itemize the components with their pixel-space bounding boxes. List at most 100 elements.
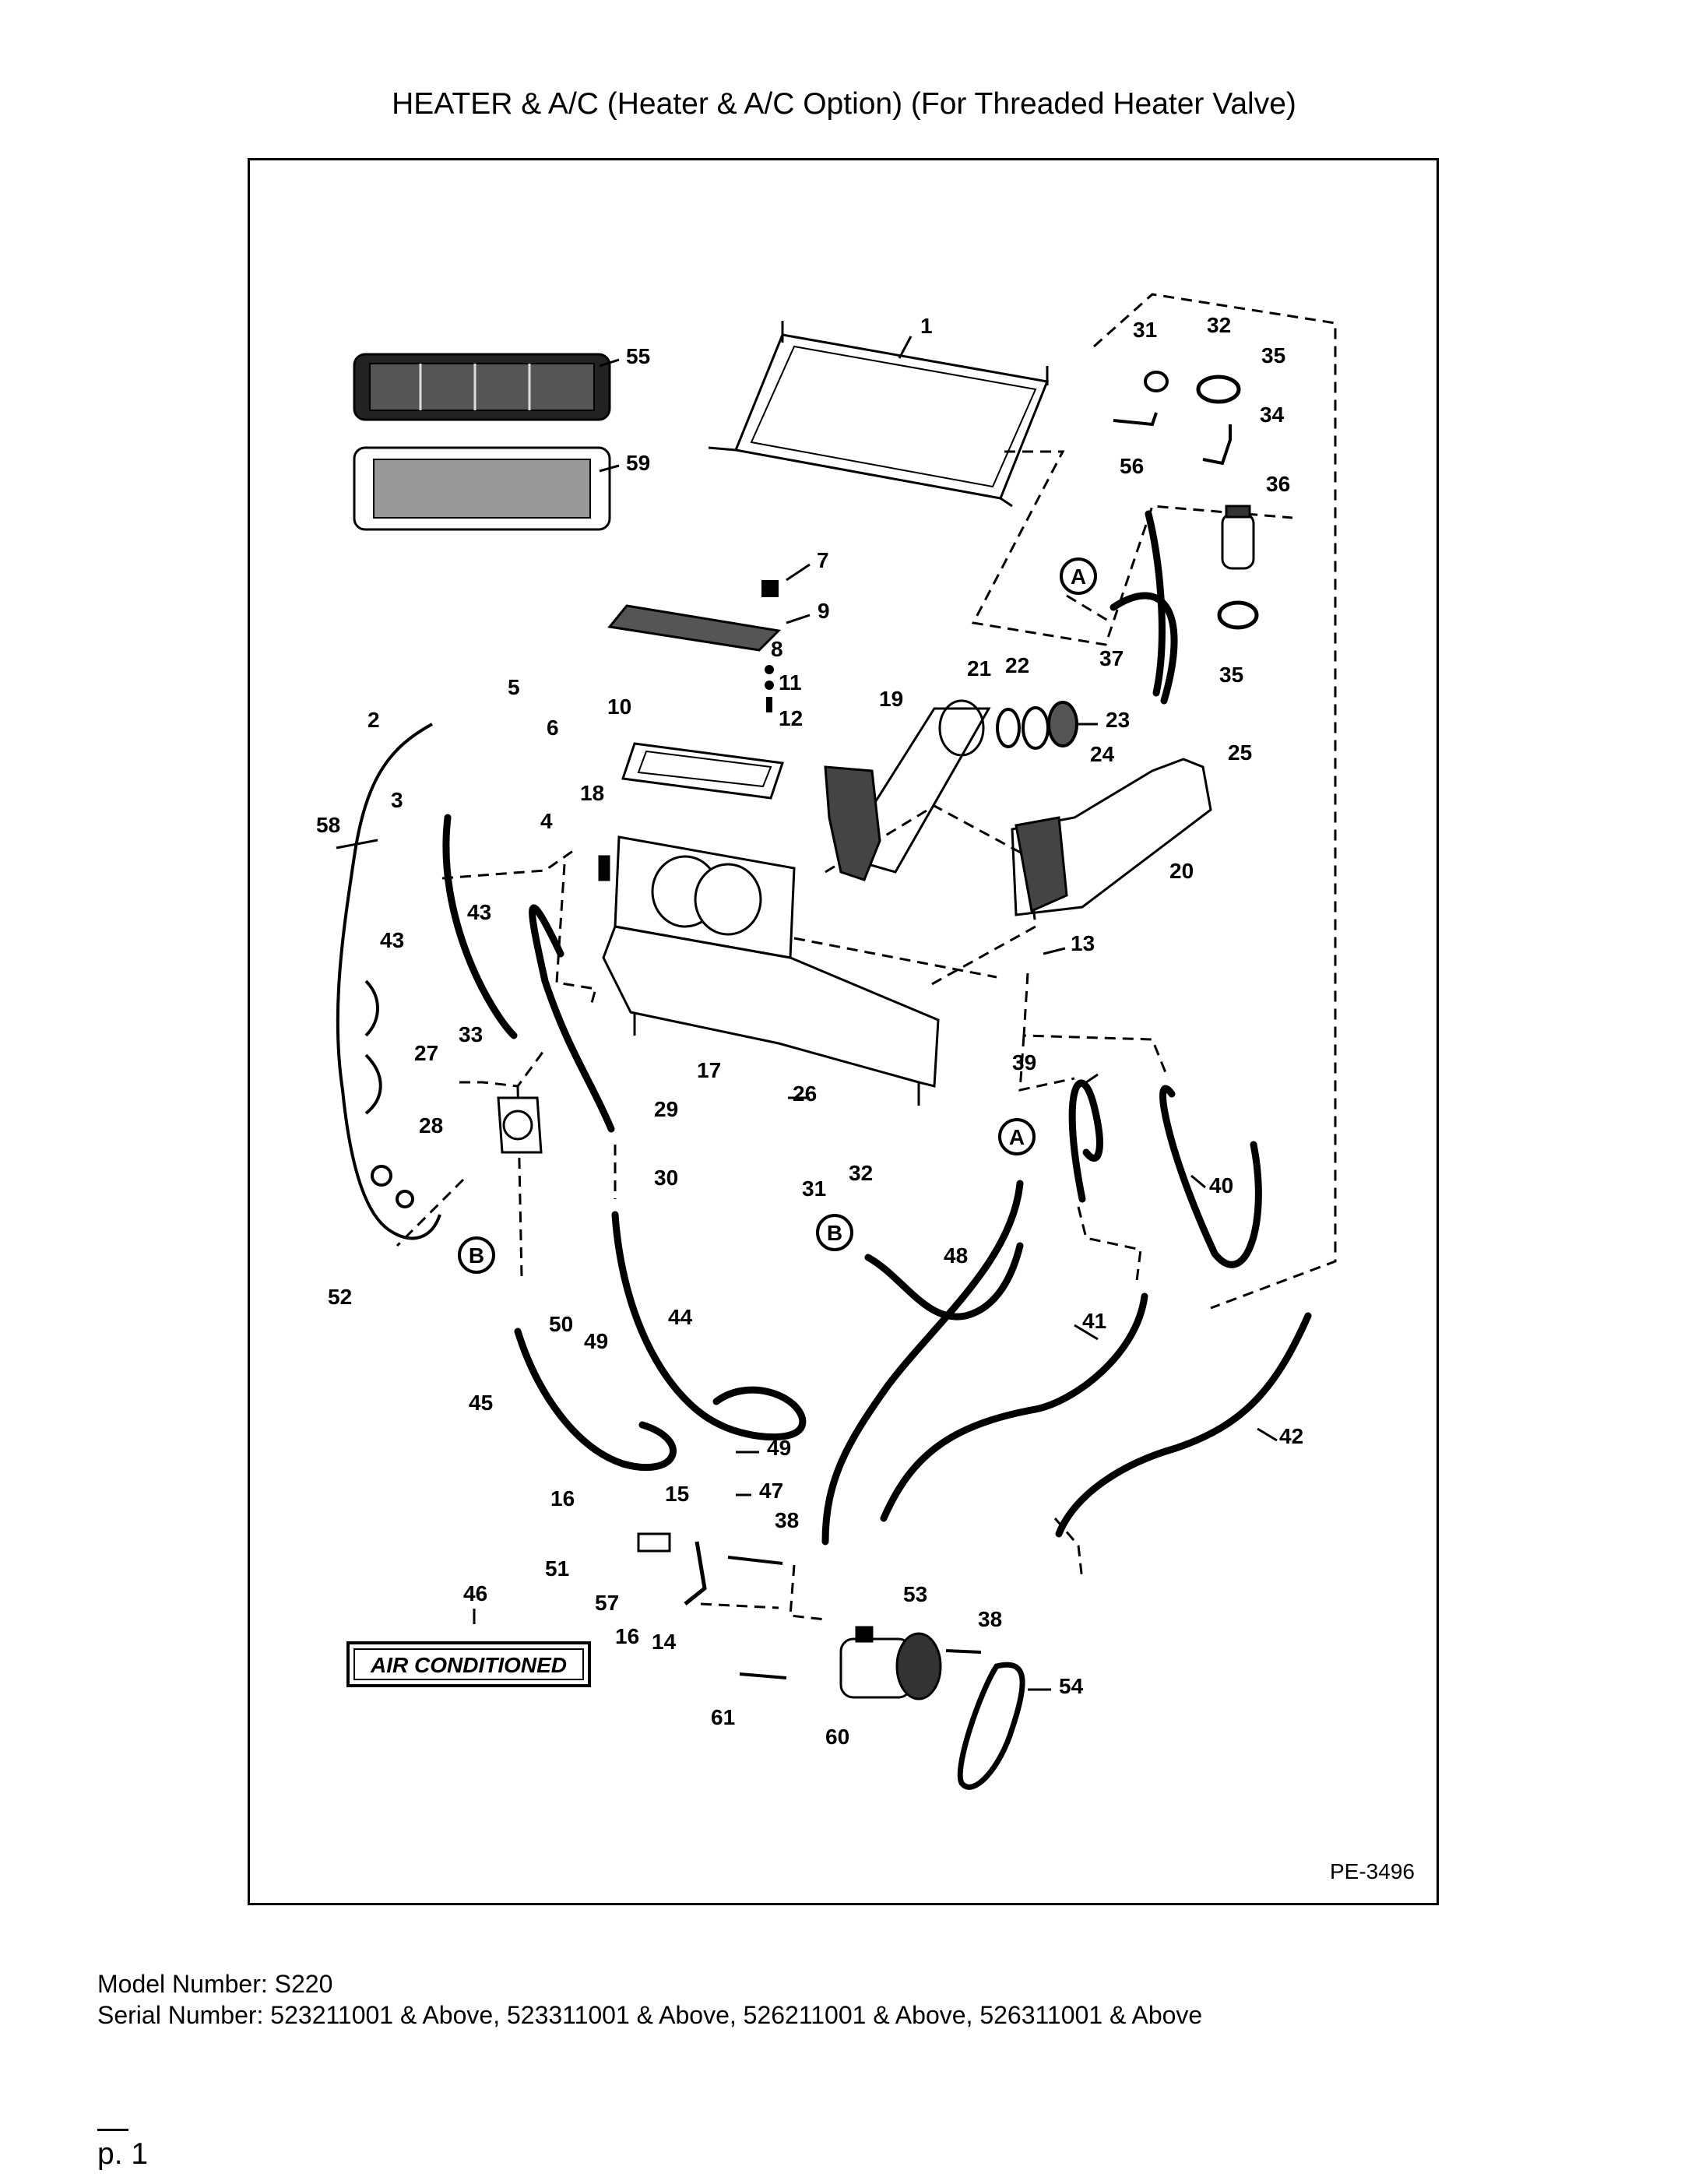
part-label-50: 50 <box>549 1312 573 1336</box>
heater-box-17 <box>598 835 940 1106</box>
part-label-13: 13 <box>1071 931 1095 955</box>
filter-9 <box>607 604 782 652</box>
part-label-43a: 43 <box>380 928 404 952</box>
part-label-1: 1 <box>920 314 933 338</box>
part-label-52: 52 <box>328 1285 352 1309</box>
clip-31 <box>1113 371 1169 427</box>
part-label-53: 53 <box>903 1582 927 1606</box>
part-label-21: 21 <box>967 656 991 681</box>
hoses <box>442 510 1312 1546</box>
part-label-22: 22 <box>1005 653 1029 677</box>
part-label-49b: 49 <box>767 1436 791 1460</box>
svg-text:B: B <box>469 1243 484 1268</box>
heater-core-1 <box>708 321 1050 508</box>
footer-divider <box>97 2129 128 2131</box>
part-label-16b: 16 <box>615 1624 639 1648</box>
part-label-26: 26 <box>793 1081 817 1106</box>
part-label-44: 44 <box>668 1305 693 1329</box>
part-label-47: 47 <box>759 1479 783 1503</box>
callout-A-upper: A <box>1060 557 1097 595</box>
part-label-37: 37 <box>1099 646 1124 670</box>
compressor-60 <box>839 1626 942 1700</box>
part-label-32a: 32 <box>1207 313 1231 337</box>
part-label-35b: 35 <box>1219 663 1243 687</box>
bolts-38-61 <box>727 1556 982 1679</box>
part-label-5: 5 <box>508 675 520 699</box>
svg-text:B: B <box>827 1221 842 1245</box>
receiver-drier-36 <box>1221 505 1255 570</box>
hose-40 <box>1159 1085 1262 1268</box>
part-label-38b: 38 <box>978 1607 1002 1631</box>
part-label-56: 56 <box>1120 454 1144 478</box>
grille-59 <box>353 446 611 531</box>
hose-48a <box>821 1180 1024 1546</box>
hose-39 <box>1068 1079 1103 1203</box>
part-label-2: 2 <box>367 708 380 732</box>
svg-text:A: A <box>1009 1125 1025 1149</box>
hose-43-left <box>442 814 518 1039</box>
fastener-stack-7-12 <box>761 580 779 712</box>
part-label-32b: 32 <box>849 1161 873 1185</box>
part-label-9: 9 <box>818 599 830 623</box>
part-label-59: 59 <box>626 451 650 475</box>
part-label-45: 45 <box>469 1391 493 1415</box>
filter-10 <box>621 742 784 800</box>
duct-20 <box>1011 758 1212 916</box>
part-label-39: 39 <box>1012 1050 1036 1074</box>
badge-text: AIR CONDITIONED <box>370 1653 567 1677</box>
part-label-12: 12 <box>779 706 803 730</box>
hose-48b <box>864 1242 1024 1321</box>
part-label-11: 11 <box>779 670 802 695</box>
callout-A-lower: A <box>998 1118 1036 1155</box>
part-label-15: 15 <box>665 1482 689 1506</box>
grille-55 <box>353 353 611 421</box>
block-15 <box>637 1532 671 1553</box>
rings-21-23 <box>996 701 1078 750</box>
part-label-33: 33 <box>459 1022 483 1046</box>
bracket-34 <box>1202 424 1232 466</box>
part-label-17: 17 <box>697 1058 721 1082</box>
callout-B-center: B <box>816 1214 853 1251</box>
part-label-27: 27 <box>414 1041 438 1065</box>
part-labels: 1 2 3 4 5 6 7 8 9 10 11 12 13 14 15 16 1… <box>316 313 1303 1749</box>
model-number: Model Number: S220 <box>97 1970 333 1998</box>
hose-43-right <box>529 904 615 1133</box>
part-label-46: 46 <box>463 1581 487 1605</box>
part-label-16a: 16 <box>550 1486 575 1511</box>
part-label-14: 14 <box>652 1630 677 1654</box>
part-label-49a: 49 <box>584 1329 608 1353</box>
part-label-48: 48 <box>944 1243 968 1268</box>
serial-number: Serial Number: 523211001 & Above, 523311… <box>97 2001 1203 2029</box>
part-label-31a: 31 <box>1133 318 1157 342</box>
part-label-41: 41 <box>1082 1309 1106 1333</box>
part-label-30: 30 <box>654 1166 678 1190</box>
duct-19 <box>824 699 991 881</box>
part-label-28: 28 <box>419 1113 443 1138</box>
part-label-43b: 43 <box>467 900 491 924</box>
belt-54 <box>957 1662 1025 1790</box>
page-title: HEATER & A/C (Heater & A/C Option) (For … <box>392 87 1296 121</box>
hose-42 <box>1055 1312 1312 1538</box>
part-label-18: 18 <box>580 781 604 805</box>
hose-37b <box>1110 592 1178 705</box>
part-label-10: 10 <box>607 695 631 719</box>
part-label-8: 8 <box>771 637 783 661</box>
part-label-3: 3 <box>391 788 403 812</box>
part-label-36: 36 <box>1266 472 1290 496</box>
svg-text:A: A <box>1071 564 1086 589</box>
callout-B-left: B <box>458 1236 495 1274</box>
part-label-54: 54 <box>1059 1674 1084 1698</box>
hose-45 <box>514 1328 677 1472</box>
part-label-58: 58 <box>316 813 340 837</box>
part-label-38a: 38 <box>775 1508 799 1532</box>
page-number: p. 1 <box>97 2137 149 2171</box>
part-label-31b: 31 <box>802 1176 826 1201</box>
part-label-61: 61 <box>711 1705 735 1729</box>
leader-lines <box>336 336 1278 1691</box>
diagram-code: PE-3496 <box>1330 1859 1415 1883</box>
part-label-23: 23 <box>1106 708 1130 732</box>
part-label-24: 24 <box>1090 742 1115 766</box>
hose-41 <box>880 1292 1148 1522</box>
part-label-29: 29 <box>654 1097 678 1121</box>
